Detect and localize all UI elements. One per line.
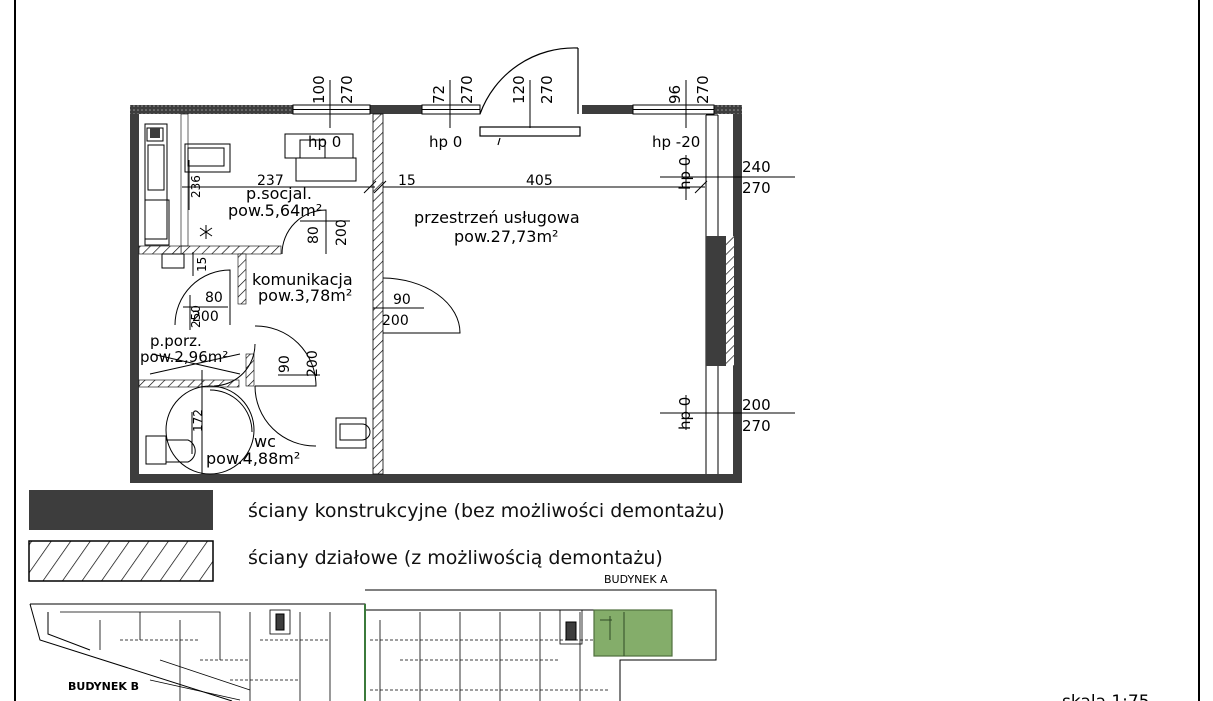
highlighted-unit (593, 609, 673, 657)
legend: ściany konstrukcyjne (bez możliwości dem… (28, 490, 725, 582)
wc-fixtures (145, 385, 371, 475)
right-window-1-hp: hp 0 (676, 157, 694, 190)
dim-social-door-w: 80 (306, 226, 322, 244)
dim-wall-15: 15 (398, 173, 416, 189)
sill-heights: hp 0 hp 0 hp -20 hp 0 hp 0 (308, 133, 700, 430)
partition-cleaning-top (138, 245, 182, 255)
dim-corridor-depth: 250 (189, 305, 203, 328)
dim-social-door-h: 200 (334, 219, 350, 246)
room-service-name: przestrzeń usługowa (414, 208, 580, 227)
site-building-a-label: BUDYNEK A (604, 573, 668, 586)
room-corridor-name: komunikacja (252, 270, 353, 289)
opening-4-width: 96 (666, 85, 684, 104)
dim-wc-door-w: 90 (277, 355, 293, 373)
partition-cleaning-vertical (180, 113, 189, 247)
outer-wall-right (733, 105, 742, 483)
dim-corridor-gap: 15 (195, 257, 209, 272)
top-window-2 (421, 104, 481, 115)
dim-service-width: 405 (526, 173, 553, 189)
top-wall-seg-2 (370, 105, 422, 114)
room-corridor-area: pow.3,78m² (258, 286, 352, 305)
right-window-2-hp: hp 0 (676, 397, 694, 430)
room-social-name: p.socjal. (246, 184, 312, 203)
opening-2-width: 72 (430, 85, 448, 104)
right-wall-pillar-hatch (726, 236, 734, 366)
cleaning-sink (149, 253, 241, 375)
wc-inner-arc (209, 389, 253, 433)
right-window-1-height: 270 (742, 179, 771, 197)
partition-social-corridor (180, 245, 282, 255)
legend-structural-swatch (29, 490, 213, 530)
door-arcs (174, 209, 461, 447)
partition-corridor-left (237, 253, 247, 305)
right-window-dims: 240 270 200 270 (742, 158, 771, 435)
sill-left: hp 0 (308, 133, 341, 151)
dim-right-door-w: 90 (393, 292, 411, 308)
interior-dims: 237 15 405 236 80 200 15 80 200 250 90 2… (189, 173, 553, 432)
room-cleaning-name: p.porz. (150, 332, 202, 350)
dim-social-depth: 236 (189, 175, 203, 198)
dim-left-door-w: 80 (205, 290, 223, 306)
opening-4-height: 270 (694, 75, 712, 104)
legend-structural-label: ściany konstrukcyjne (bez możliwości dem… (248, 500, 725, 522)
room-labels: przestrzeń usługowa pow.27,73m² p.socjal… (140, 184, 580, 468)
top-wall-seg-3 (582, 105, 633, 114)
top-window-3 (632, 104, 715, 115)
legend-partition-swatch (28, 540, 214, 582)
dim-wc-door-h: 200 (305, 350, 321, 377)
dimension-lines (182, 80, 795, 474)
dim-left-door-h: 200 (192, 309, 219, 325)
sill-right: hp -20 (652, 133, 700, 151)
top-opening-dims: 100 270 72 270 120 270 96 270 (310, 75, 712, 104)
room-wc-name: wc (254, 432, 276, 451)
right-window-1-width: 240 (742, 158, 771, 176)
opening-3-width: 120 (510, 75, 528, 104)
social-door-arc (281, 209, 327, 255)
site-building-b-label: BUDYNEK B (68, 680, 139, 693)
room-wc-area: pow.4,88m² (206, 449, 300, 468)
top-wall-seg-4 (714, 105, 742, 114)
right-window-2-width: 200 (742, 396, 771, 414)
dim-social-width: 237 (257, 173, 284, 189)
legend-partition-label: ściany działowe (z możliwością demontażu… (248, 547, 663, 569)
top-window-1 (292, 104, 371, 115)
wc-door-arc-2 (254, 385, 317, 447)
right-wall-pillar (706, 236, 726, 366)
room-cleaning-area: pow.2,96m² (140, 348, 228, 366)
dim-wc-depth: 172 (191, 409, 205, 432)
highlighted-unit-details (600, 612, 625, 656)
partition-service-left (372, 113, 384, 475)
room-service-area: pow.27,73m² (454, 227, 558, 246)
outer-wall-left (130, 105, 139, 482)
dim-right-door-h: 200 (382, 313, 409, 329)
right-window-2-height: 270 (742, 417, 771, 435)
top-wall-seg-1 (130, 105, 293, 114)
wc-door-arc (254, 325, 317, 387)
social-fridge (150, 128, 160, 138)
outer-wall-bottom (130, 474, 742, 483)
partition-wc-top (138, 379, 240, 388)
opening-2-height: 270 (458, 75, 476, 104)
left-door-arc (174, 269, 231, 326)
scale-label: skala 1:75 (1062, 692, 1150, 701)
opening-1-height: 270 (338, 75, 356, 104)
room-social-area: pow.5,64m² (228, 201, 322, 220)
opening-3-height: 270 (538, 75, 556, 104)
unit-plan: 100 270 72 270 120 270 96 270 hp 0 hp 0 … (130, 47, 795, 483)
site-plan: BUDYNEK A BUDYNEK B (29, 573, 717, 701)
sill-middle: hp 0 (429, 133, 462, 151)
opening-1-width: 100 (310, 75, 328, 104)
right-door-arc (382, 277, 461, 334)
cleaning-door-arc (213, 343, 256, 387)
social-kitchen-fixtures (144, 123, 357, 246)
